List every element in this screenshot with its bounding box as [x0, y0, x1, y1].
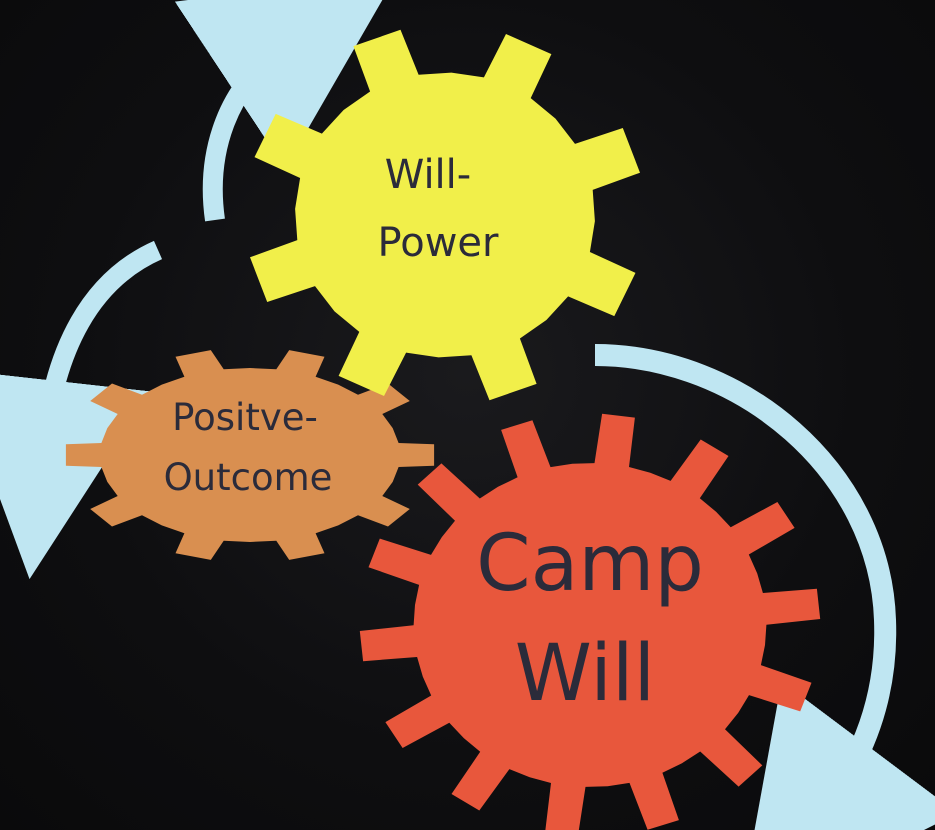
cycle-arrow-down-left: [0, 240, 163, 580]
will-power-label-line1: Will-: [385, 152, 471, 198]
camp-will-gear: [359, 413, 821, 830]
camp-will-label-line1: Camp: [476, 519, 704, 609]
will-power-label-line2: Power: [378, 220, 499, 266]
positive-outcome-gear: [65, 350, 435, 560]
positive-outcome-label-line1: Positve-: [172, 396, 318, 439]
will-power-gear: [250, 29, 640, 401]
camp-will-label-line2: Will: [515, 629, 655, 719]
cycle-arrow-down-right: [594, 344, 935, 830]
cycle-arrow-up-left: [174, 0, 397, 222]
positive-outcome-label-line2: Outcome: [164, 456, 333, 499]
